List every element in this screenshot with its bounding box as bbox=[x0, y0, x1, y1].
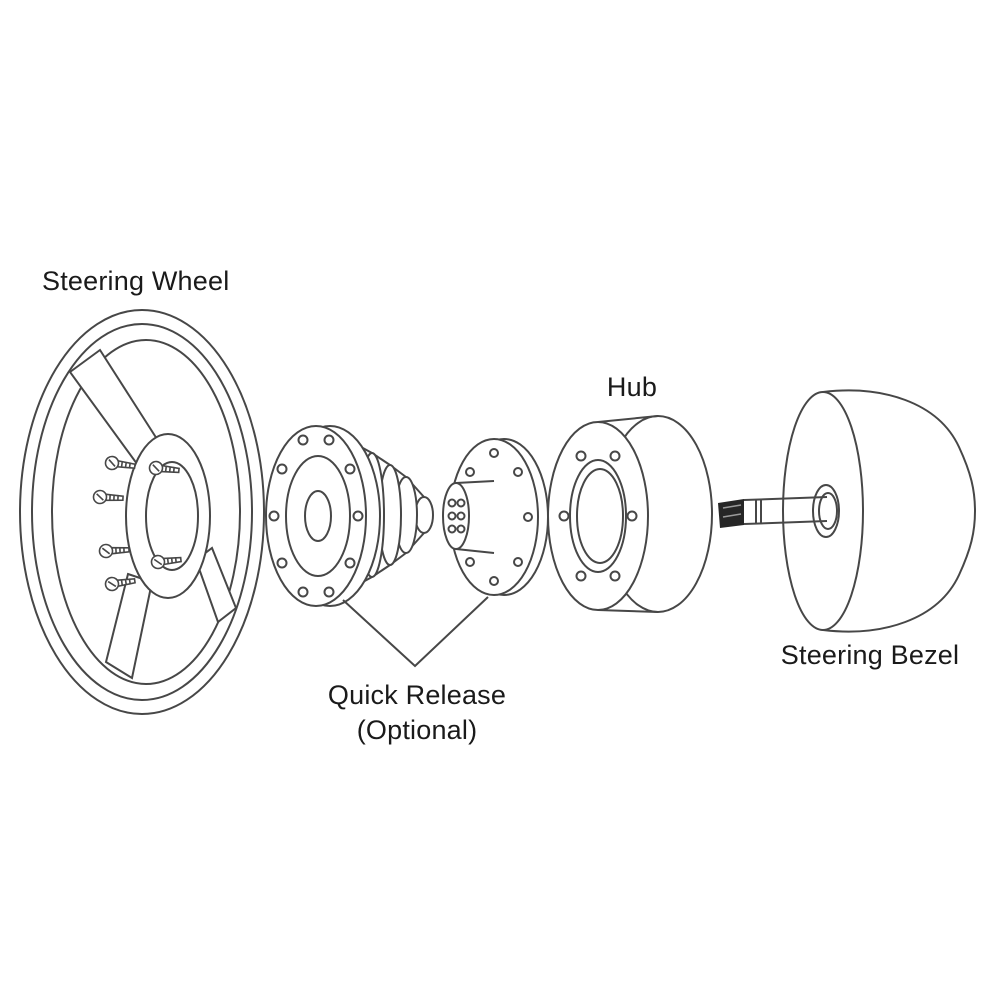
steering-wheel-drawing bbox=[19, 309, 265, 715]
quick-release-label-line2: (Optional) bbox=[356, 715, 478, 745]
hub-bolt-holes bbox=[558, 450, 638, 582]
quick-release-label: Quick Release (Optional) bbox=[292, 678, 542, 748]
quick-release-leader-lines bbox=[342, 596, 489, 668]
quick-release-adapter-drawing bbox=[265, 425, 434, 607]
steering-shaft-drawing bbox=[718, 496, 828, 528]
steering-wheel-label: Steering Wheel bbox=[42, 266, 230, 296]
adapter-bolt-holes bbox=[268, 434, 364, 598]
steering-bezel-drawing bbox=[782, 389, 977, 633]
steering-bezel-label: Steering Bezel bbox=[780, 640, 960, 670]
hub-label: Hub bbox=[606, 372, 658, 402]
collar-spline-holes bbox=[447, 498, 466, 534]
quick-release-label-line1: Quick Release bbox=[327, 680, 507, 710]
plate-bolt-holes bbox=[465, 448, 533, 586]
quick-release-plate-drawing bbox=[442, 438, 549, 596]
hub-drawing bbox=[547, 415, 713, 613]
